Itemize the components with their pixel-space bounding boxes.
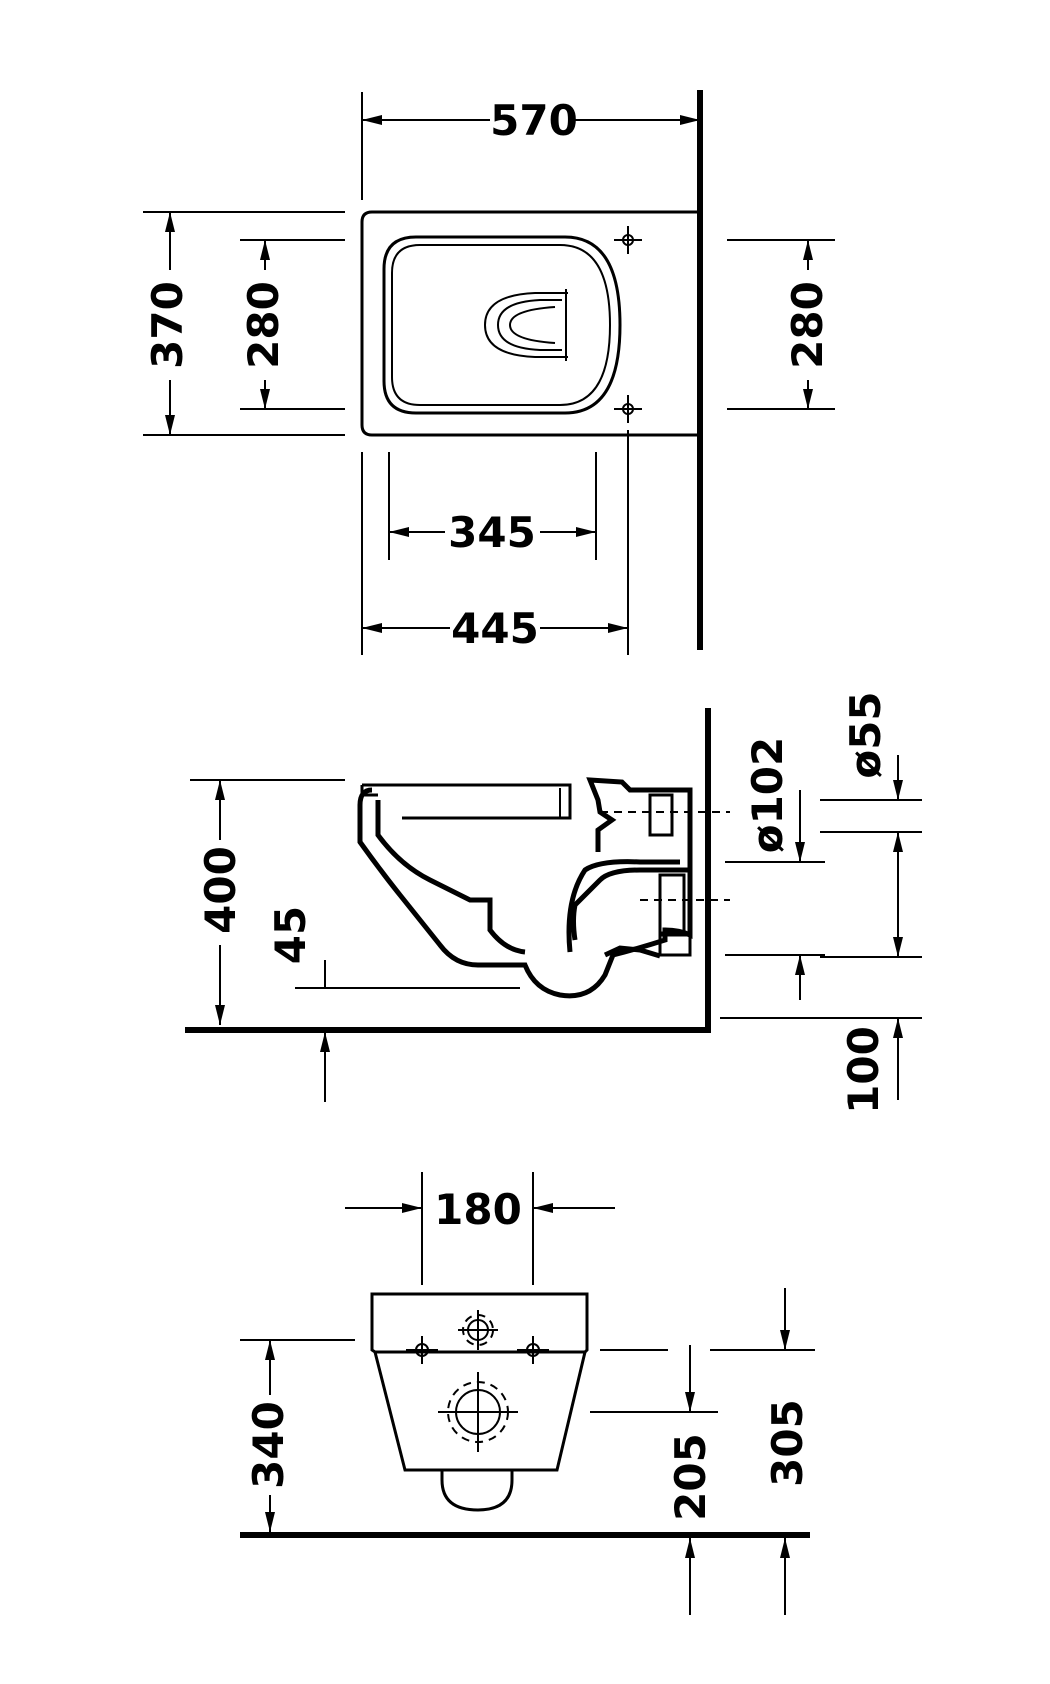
dim-102: ø102: [743, 737, 792, 854]
dim-100: 100: [839, 1026, 888, 1114]
dim-570: 570: [490, 96, 578, 145]
dim-340: 340: [244, 1401, 293, 1489]
front-view: 180 340 205 305: [240, 1172, 815, 1615]
dim-345: 345: [448, 508, 536, 557]
front-foot: [440, 1470, 514, 1512]
front-fixing-hole-right: [517, 1336, 549, 1364]
front-fixing-hole-left: [406, 1336, 438, 1364]
dim-45: 45: [266, 906, 315, 964]
top-outlet-shape: [483, 292, 568, 358]
side-outlet-pipe: [658, 873, 686, 935]
side-bowl-outline: [357, 777, 693, 999]
dim-280-right: 280: [783, 281, 832, 369]
dim-400: 400: [196, 846, 245, 934]
top-fixing-mark-upper: [614, 226, 642, 254]
side-view: 400 45 ø102 ø55 100: [185, 691, 922, 1114]
dim-180: 180: [434, 1185, 522, 1234]
dim-55: ø55: [841, 691, 890, 778]
side-seat: [360, 783, 572, 820]
top-view: 570 370 280 280 345 445: [143, 90, 835, 655]
side-inlet-pipe: [648, 793, 674, 837]
dim-305: 305: [763, 1399, 812, 1487]
dim-370: 370: [143, 281, 192, 369]
dim-445: 445: [451, 604, 539, 653]
front-outlet: [438, 1372, 518, 1452]
front-fixing-hole-center: [458, 1310, 498, 1350]
dim-280-left: 280: [239, 281, 288, 369]
top-pan-outline: [360, 210, 700, 437]
top-bowl-outline: [382, 235, 622, 415]
front-body-outline: [370, 1292, 589, 1354]
top-fixing-mark-lower: [614, 395, 642, 423]
dim-205: 205: [666, 1433, 715, 1521]
